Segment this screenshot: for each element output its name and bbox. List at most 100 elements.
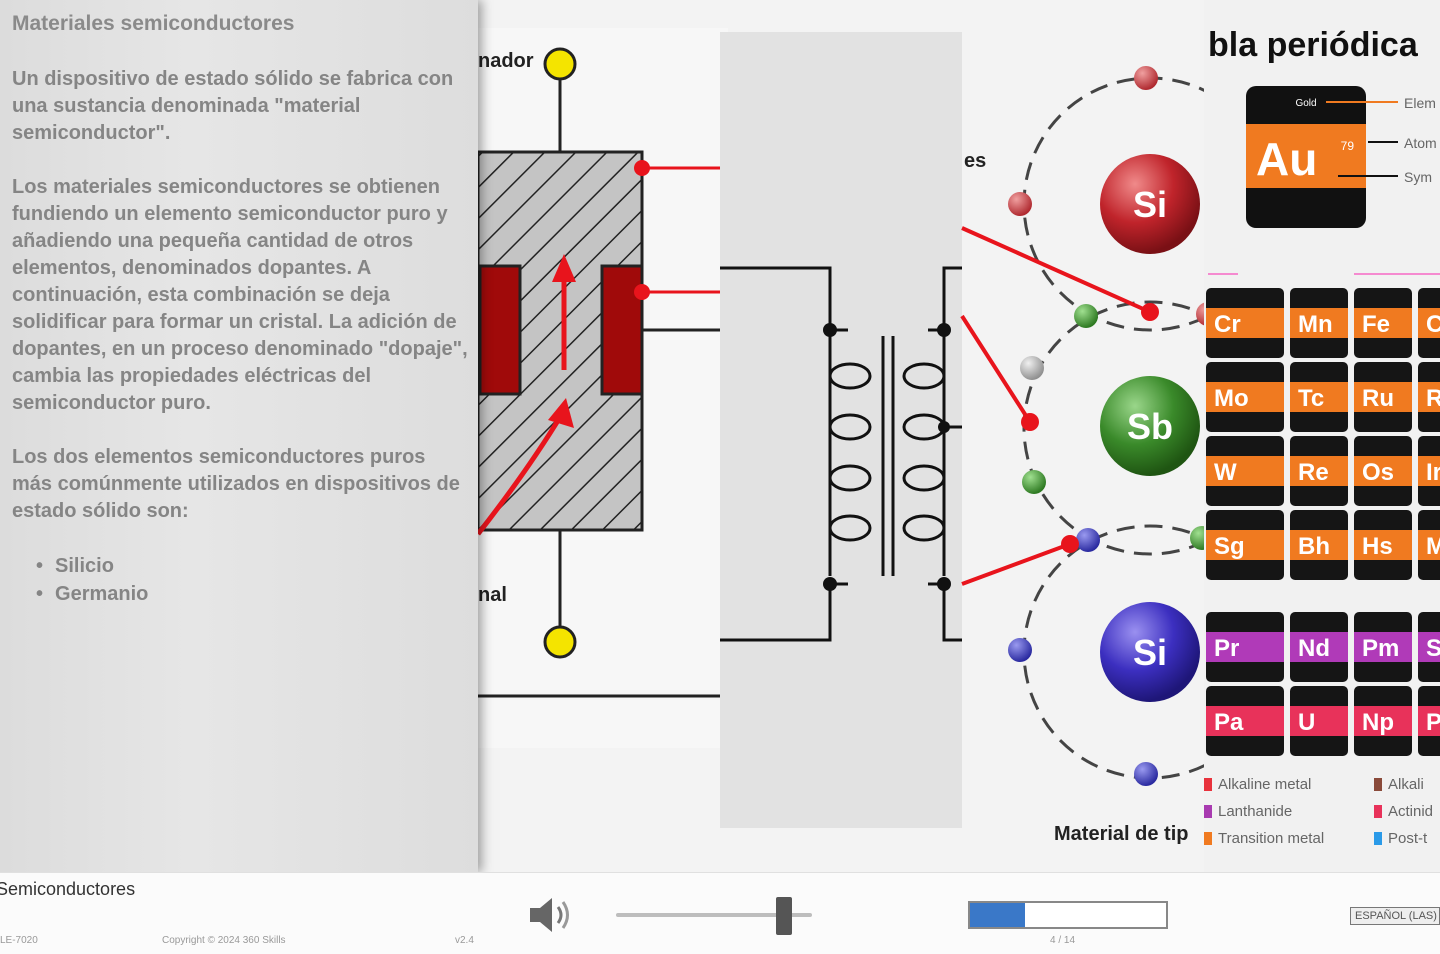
language-button[interactable]: ESPAÑOL (LAS) [1350, 907, 1440, 925]
element-tile-sg: Sg [1206, 510, 1284, 580]
element-tile-np: Np [1354, 686, 1412, 756]
atom-si-blue [1100, 602, 1200, 702]
volume-slider[interactable] [616, 895, 812, 935]
lesson-progress-bar[interactable] [968, 901, 1168, 929]
element-tile-os: Os [1354, 436, 1412, 506]
element-tile-c: C [1418, 288, 1440, 358]
semiconductor-list: Silicio Germanio [12, 552, 468, 608]
element-symbol: Np [1362, 709, 1394, 736]
element-symbol: Fe [1362, 311, 1390, 338]
element-tile-bh: Bh [1290, 510, 1348, 580]
lesson-title: Materiales semiconductores [12, 12, 295, 35]
course-title: Semiconductores [0, 879, 136, 899]
element-symbol: R [1426, 385, 1440, 412]
circuit-label-bottom: nal [478, 584, 507, 606]
element-tile-ru: Ru [1354, 362, 1412, 432]
material-caption: Material de tip [1054, 823, 1189, 845]
element-symbol: Ru [1362, 385, 1394, 412]
list-item-silicio: Silicio [36, 552, 468, 580]
course-code: LE-7020 [0, 935, 38, 946]
element-tile-p: P [1418, 686, 1440, 756]
element-tile-tc: Tc [1290, 362, 1348, 432]
paragraph-3: Los dos elementos semiconductores puros … [12, 446, 460, 522]
element-symbol: U [1298, 709, 1315, 736]
callout-element: Elem [1404, 95, 1436, 111]
circuit-label-es: es [964, 150, 987, 172]
element-symbol: Sg [1214, 533, 1245, 560]
element-symbol: S [1426, 635, 1440, 662]
element-tile-re: Re [1290, 436, 1348, 506]
periodic-table-title: bla periódica [1208, 26, 1418, 64]
circuit-label-top: nador [478, 50, 534, 72]
element-symbol: Pm [1362, 635, 1399, 662]
element-tile-m: M [1418, 510, 1440, 580]
transformer-panel [720, 32, 962, 828]
legend-item: Post-t [1374, 830, 1427, 847]
element-symbol: Nd [1298, 635, 1330, 662]
element-symbol: Hs [1362, 533, 1393, 560]
legend-item: Alkaline metal [1204, 776, 1311, 793]
version-text: v2.4 [455, 935, 474, 946]
gold-tile-name: Gold [1295, 98, 1316, 109]
element-symbol: W [1214, 459, 1237, 486]
element-symbol: Bh [1298, 533, 1330, 560]
legend-item: Actinid [1374, 803, 1433, 820]
gold-tile-number: 79 [1341, 139, 1355, 153]
page-counter: 4 / 14 [1050, 935, 1076, 946]
element-tile-u: U [1290, 686, 1348, 756]
element-tile-pm: Pm [1354, 612, 1412, 682]
element-tile-r: R [1418, 362, 1440, 432]
element-tile-nd: Nd [1290, 612, 1348, 682]
copyright-text: Copyright © 2024 360 Skills [162, 935, 286, 946]
gold-tile-symbol: Au [1256, 133, 1317, 185]
bottom-terminal [543, 625, 577, 659]
element-tile-ir: Ir [1418, 436, 1440, 506]
element-symbol: M [1426, 533, 1440, 560]
player-controls: Semiconductores LE-7020 Copyright © 2024… [0, 872, 1440, 954]
speaker-icon[interactable] [528, 895, 572, 935]
atom-label-sb: Sb [1127, 406, 1173, 447]
atom-si-red [1100, 154, 1200, 254]
paragraph-2: Los materiales semiconductores se obtien… [12, 176, 468, 414]
top-terminal [543, 47, 577, 81]
element-tile-w: W [1206, 436, 1284, 506]
element-tile-fe: Fe [1354, 288, 1412, 358]
element-tile-mo: Mo [1206, 362, 1284, 432]
legend-item: Alkali [1374, 776, 1424, 793]
periodic-legend: Alkaline metal Alkali Lanthanide Actinid… [1204, 776, 1440, 857]
element-tile-pa: Pa [1206, 686, 1284, 756]
element-tile-mn: Mn [1290, 288, 1348, 358]
volume-thumb[interactable] [776, 897, 793, 935]
element-tile-s: S [1418, 612, 1440, 682]
volume-track [616, 913, 812, 917]
paragraph-1: Un dispositivo de estado sólido se fabri… [12, 68, 454, 144]
atom-label-si: Si [1133, 184, 1167, 225]
right-region [600, 264, 644, 396]
transformer-symbol [720, 266, 962, 642]
callout-symbol: Sym [1404, 169, 1432, 185]
lesson-text-panel: Materiales semiconductores Un dispositiv… [0, 0, 478, 872]
element-symbol: Pr [1214, 635, 1239, 662]
left-region [478, 264, 522, 396]
element-symbol: Re [1298, 459, 1329, 486]
atom-sb [1100, 376, 1200, 476]
element-symbol: Mo [1214, 385, 1249, 412]
element-tile-pr: Pr [1206, 612, 1284, 682]
list-item-germanio: Germanio [36, 580, 468, 608]
element-symbol: Tc [1298, 385, 1324, 412]
element-symbol: Os [1362, 459, 1394, 486]
element-symbol: Ir [1426, 459, 1440, 486]
element-symbol: P [1426, 709, 1440, 736]
callout-atomic: Atom [1404, 135, 1437, 151]
atom-label-si-2: Si [1133, 632, 1167, 673]
element-symbol: C [1426, 311, 1440, 338]
element-tile-hs: Hs [1354, 510, 1412, 580]
lesson-progress-fill [970, 903, 1025, 927]
legend-item: Lanthanide [1204, 803, 1292, 820]
element-tile-cr: Cr [1206, 288, 1284, 358]
element-symbol: Pa [1214, 709, 1244, 736]
